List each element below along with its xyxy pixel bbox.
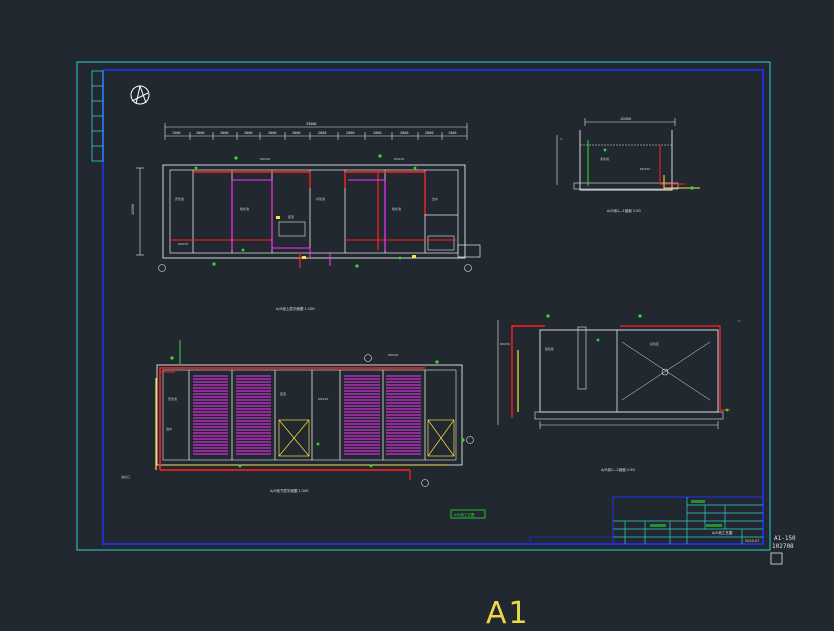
svg-text:DN150: DN150 bbox=[640, 167, 650, 171]
section-1-title: A/O池1—1剖面 1:50 bbox=[607, 208, 641, 213]
sheet-corner-box bbox=[770, 552, 783, 565]
svg-text:2000: 2000 bbox=[318, 131, 326, 135]
svg-text:缺氧池: 缺氧池 bbox=[240, 206, 249, 211]
svg-text:▽: ▽ bbox=[560, 137, 563, 141]
title-block-date: 2010.07 bbox=[745, 539, 759, 543]
north-arrow-icon bbox=[130, 85, 150, 105]
svg-text:回流: 回流 bbox=[280, 391, 286, 396]
svg-text:2000: 2000 bbox=[220, 131, 228, 135]
view-stamp-text: A/O池工艺图 bbox=[454, 512, 475, 517]
svg-text:10000: 10000 bbox=[131, 204, 135, 215]
svg-text:2000: 2000 bbox=[346, 131, 354, 135]
svg-text:DN150: DN150 bbox=[178, 242, 188, 246]
svg-text:厌氧池: 厌氧池 bbox=[175, 196, 184, 201]
svg-text:10000: 10000 bbox=[620, 117, 631, 121]
section-1-view: 10000 泥水线 DN150 ▽ A/O池1—1剖面 1:50 bbox=[556, 117, 700, 213]
svg-text:2000: 2000 bbox=[196, 131, 204, 135]
plan-bottom-title: A/O池下层平面图 1:100 bbox=[270, 488, 309, 493]
svg-text:进水: 进水 bbox=[166, 426, 172, 431]
title-block bbox=[529, 496, 764, 545]
inner-drawing-frame bbox=[102, 69, 764, 545]
svg-text:2000: 2000 bbox=[373, 131, 381, 135]
svg-text:出水: 出水 bbox=[432, 196, 438, 201]
section-2-title: A/O池2—2剖面 1:50 bbox=[601, 467, 635, 472]
svg-text:DN150: DN150 bbox=[500, 342, 510, 346]
svg-text:DN100: DN100 bbox=[394, 157, 404, 161]
sheet-size-label: A1 bbox=[486, 596, 530, 631]
svg-text:DN100: DN100 bbox=[260, 157, 270, 161]
svg-text:▽: ▽ bbox=[738, 319, 741, 323]
plan-top-view: 33000 1500 2000 2000 2000 2000 2000 2000 2000… bbox=[131, 122, 481, 272]
section-2-view: 缺氧区 好氧区 DN150 ▽ A/O池2—2剖面 1:50 bbox=[497, 314, 741, 472]
svg-text:2000: 2000 bbox=[244, 131, 252, 135]
aeration-grid bbox=[193, 375, 421, 455]
svg-text:泥水线: 泥水线 bbox=[600, 156, 609, 161]
title-block-project: A/O池工艺图 bbox=[712, 530, 733, 535]
svg-text:回流: 回流 bbox=[288, 214, 294, 219]
view-stamp-box bbox=[450, 509, 486, 519]
svg-text:厌氧池: 厌氧池 bbox=[168, 396, 177, 401]
svg-text:缺氧区: 缺氧区 bbox=[545, 346, 554, 351]
outer-sheet-frame bbox=[76, 61, 771, 551]
svg-text:2000: 2000 bbox=[268, 131, 276, 135]
svg-text:进水口: 进水口 bbox=[121, 474, 130, 479]
svg-text:好氧池: 好氧池 bbox=[316, 196, 325, 201]
svg-text:2000: 2000 bbox=[425, 131, 433, 135]
plan-top-title: A/O池上层平面图 1:100 bbox=[276, 306, 315, 311]
svg-text:缺氧池: 缺氧池 bbox=[392, 206, 401, 211]
svg-text:2000: 2000 bbox=[400, 131, 408, 135]
svg-text:1500: 1500 bbox=[172, 131, 180, 135]
svg-text:1500: 1500 bbox=[448, 131, 456, 135]
drawing-date-code: 102708 bbox=[772, 543, 794, 550]
binding-strip bbox=[91, 70, 104, 162]
svg-text:好氧区: 好氧区 bbox=[650, 341, 659, 346]
drawing-number: A1-150 bbox=[774, 535, 796, 542]
svg-text:DN100: DN100 bbox=[388, 353, 398, 357]
svg-text:2000: 2000 bbox=[292, 131, 300, 135]
svg-text:DN150: DN150 bbox=[318, 397, 328, 401]
svg-text:33000: 33000 bbox=[306, 122, 317, 126]
